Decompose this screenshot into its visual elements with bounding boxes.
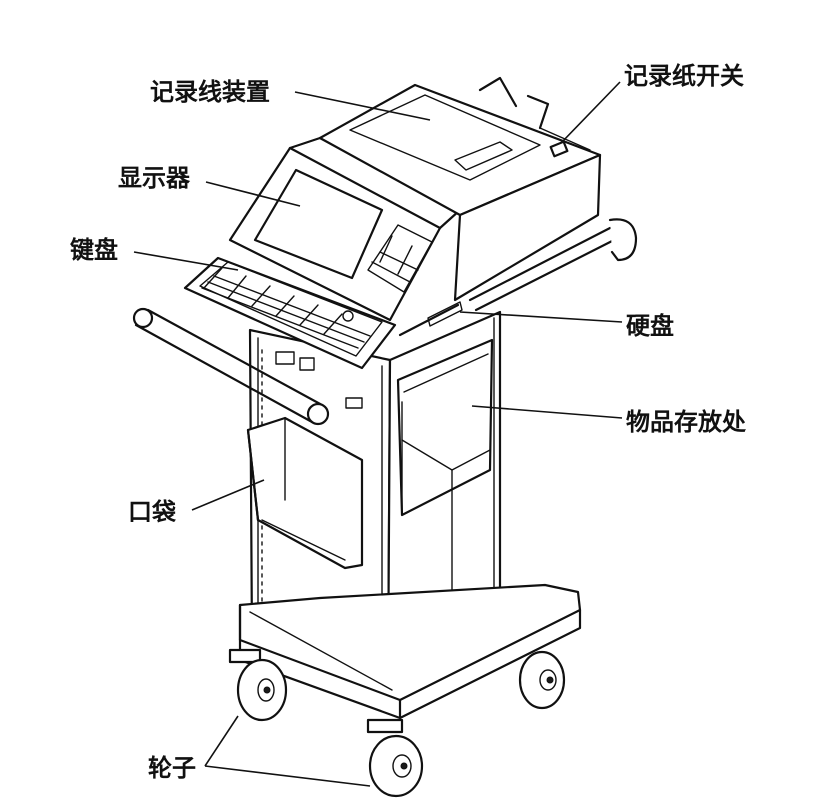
leader-pocket	[191, 479, 265, 511]
label-keyboard: 键盘	[70, 236, 118, 264]
label-monitor: 显示器	[118, 164, 191, 192]
keyboard-keys	[201, 267, 371, 349]
leader-recorder	[294, 91, 431, 121]
side-handle	[468, 218, 638, 312]
recorder-housing	[318, 76, 602, 337]
wheel-front-left	[228, 648, 288, 722]
wheel-front-center	[366, 718, 424, 798]
label-wheels: 轮子	[148, 754, 196, 782]
leader-paper-switch	[561, 81, 621, 143]
front-handle	[132, 307, 330, 426]
leader-wheels-1	[204, 715, 239, 767]
label-paper-switch: 记录纸开关	[624, 62, 744, 90]
leader-storage	[471, 405, 623, 419]
label-pocket: 口袋	[128, 498, 177, 526]
label-hard-disk: 硬盘	[626, 312, 674, 340]
label-recorder: 记录线装置	[150, 78, 270, 106]
leader-keyboard	[133, 251, 239, 271]
cart-base	[238, 583, 582, 720]
label-storage: 物品存放处	[626, 408, 746, 436]
pocket	[246, 416, 364, 570]
wheel-back-right	[518, 650, 566, 710]
leader-monitor	[205, 181, 301, 207]
leader-lines	[133, 81, 623, 787]
keyboard-tray	[183, 256, 397, 370]
leader-wheels-2	[204, 765, 371, 787]
labels: 记录线装置 记录纸开关 显示器 键盘 硬盘 物品存放处 口袋 轮子	[70, 62, 746, 782]
leader-hard-disk	[459, 311, 623, 323]
monitor	[228, 136, 462, 322]
